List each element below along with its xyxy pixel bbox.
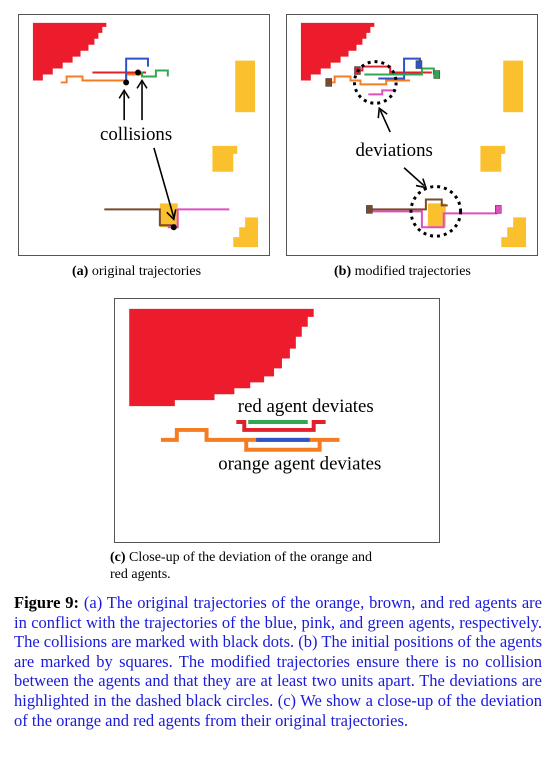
panel-b: deviations (286, 14, 538, 256)
panel-a-caption-label: (a) (72, 264, 89, 279)
panel-a: collisions (18, 14, 270, 256)
orange-agent-deviates-label: orange agent deviates (218, 454, 381, 475)
deviation-arrowhead (415, 178, 428, 189)
start-square (433, 70, 441, 79)
yellow-obstacle-bottom (501, 217, 527, 248)
collisions-label: collisions (100, 124, 172, 145)
deviation-arrowhead (377, 106, 388, 119)
blue-trajectory (125, 57, 149, 85)
figure-caption-text: (a) The original trajectories of the ora… (14, 593, 543, 730)
collision-arrowhead (118, 88, 130, 99)
yellow-obstacle-bottom (233, 217, 259, 248)
panel-b-caption-label: (b) (334, 264, 352, 279)
orange-trajectory (60, 73, 143, 84)
collision-dot (123, 79, 130, 86)
collision-arrow (153, 147, 175, 218)
start-square (366, 205, 373, 214)
pink-trajectory (370, 210, 498, 229)
red-agent-deviates-label: red agent deviates (238, 396, 374, 417)
collision-arrowhead (136, 78, 148, 89)
red-trajectory (356, 65, 432, 74)
green-trajectory (364, 67, 435, 76)
start-square (325, 78, 332, 87)
yellow-obstacle-middle (480, 145, 506, 172)
deviations-label: deviations (355, 140, 432, 161)
red-obstacle (32, 22, 107, 81)
yellow-obstacle-center (427, 203, 446, 228)
panel-a-figure: collisions (32, 22, 259, 248)
deviation-arrow (403, 167, 425, 187)
figure-caption-label: Figure 9: (14, 593, 80, 612)
panel-c-figure: red agent deviates orange agent deviates (129, 308, 381, 475)
panel-a-caption: (a) original trajectories (72, 263, 201, 280)
pink-trajectory (368, 89, 397, 96)
panel-b-caption: (b) modified trajectories (334, 263, 471, 280)
panel-a-caption-text: original trajectories (91, 264, 202, 279)
collision-dot (135, 69, 142, 76)
green-trajectory (138, 69, 169, 78)
start-square (495, 205, 502, 214)
panel-c: red agent deviates orange agent deviates (114, 298, 440, 543)
panel-c-caption-line2: red agents. (110, 567, 171, 582)
yellow-obstacle-middle (212, 145, 238, 172)
panel-b-figure: deviations (300, 22, 527, 248)
yellow-obstacle-right (235, 60, 256, 113)
yellow-obstacle-right (503, 60, 524, 113)
deviation-arrow (379, 109, 391, 133)
panel-c-caption: (c) Close-up of the deviation of the ora… (110, 549, 440, 583)
collision-dot (170, 224, 177, 231)
deviation-circle (352, 60, 398, 105)
red-obstacle (300, 22, 375, 81)
brown-trajectory (370, 198, 448, 211)
red-trajectory (236, 420, 326, 432)
start-square (415, 60, 423, 69)
orange-trajectory (328, 75, 411, 86)
brown-trajectory (104, 208, 176, 227)
orange-trajectory (160, 427, 340, 442)
figure-caption: Figure 9: (a) The original trajectories … (14, 593, 542, 730)
panel-c-caption-label: (c) (110, 550, 126, 565)
red-obstacle (129, 308, 314, 407)
collision-arrowhead (166, 209, 177, 221)
pink-trajectory (167, 208, 230, 229)
deviation-circle (409, 185, 463, 238)
orange-trajectory (244, 439, 322, 452)
panel-b-caption-text: modified trajectories (354, 264, 471, 279)
panel-c-caption-line1: Close-up of the deviation of the orange … (129, 550, 373, 565)
